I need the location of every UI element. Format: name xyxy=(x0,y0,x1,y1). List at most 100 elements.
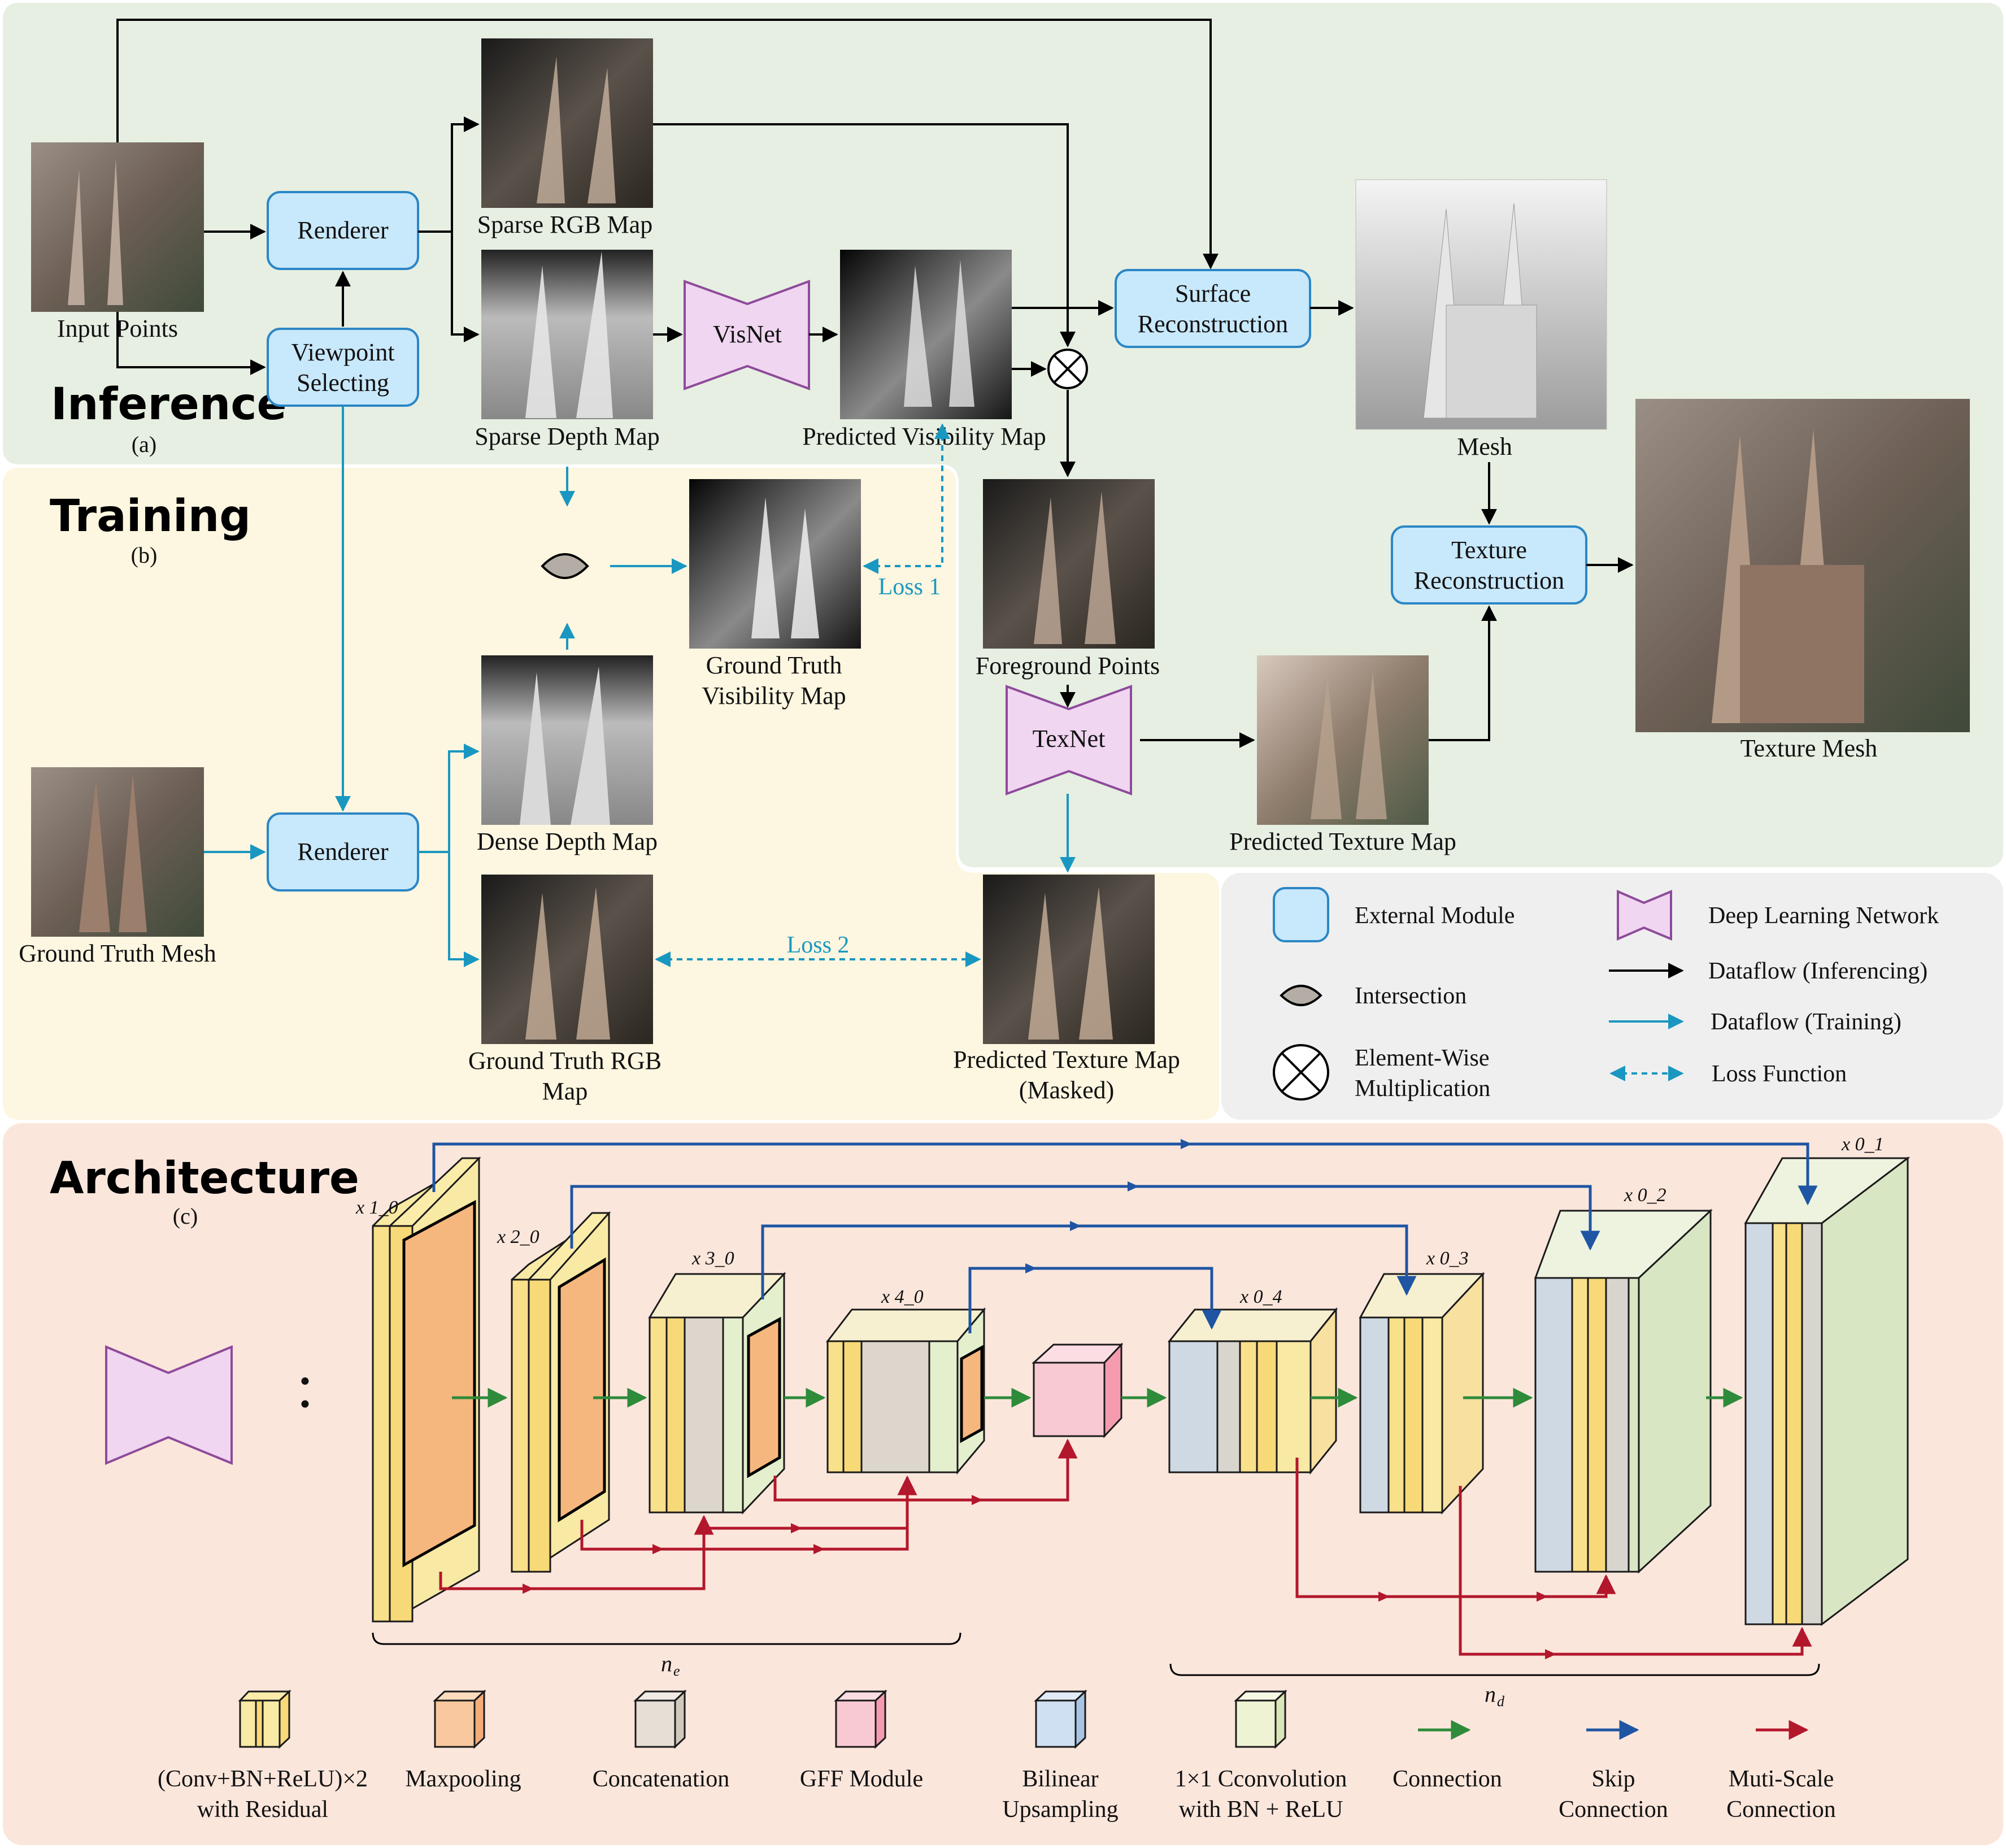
predicted-visibility-label: Predicted Visibility Map xyxy=(802,423,1046,450)
svg-text:Renderer: Renderer xyxy=(297,838,389,866)
block-x0-4 xyxy=(1167,1307,1338,1475)
legend-region xyxy=(1221,873,2003,1120)
label-x2-0: x 2_0 xyxy=(497,1227,539,1247)
gt-rgb-image xyxy=(481,875,653,1044)
svg-text:Upsampling: Upsampling xyxy=(1002,1797,1118,1823)
predicted-texture-image xyxy=(1257,655,1429,825)
foreground-points-image xyxy=(983,479,1155,649)
texnet-network: TexNet xyxy=(1006,685,1132,795)
arch-network-icon xyxy=(105,1345,233,1466)
svg-text:GFF Module: GFF Module xyxy=(800,1766,923,1792)
legend-intersection: Intersection xyxy=(1355,983,1467,1009)
svg-text:(Conv+BN+ReLU)×2: (Conv+BN+ReLU)×2 xyxy=(158,1766,368,1792)
encoder-brace xyxy=(372,1632,961,1645)
svg-text:Concatenation: Concatenation xyxy=(593,1766,730,1792)
architecture-tag: (c) xyxy=(173,1203,198,1229)
svg-text:Skip: Skip xyxy=(1591,1766,1635,1792)
label-x1-0: x 1_0 xyxy=(355,1197,398,1218)
block-labels: x 1_0 x 2_0 x 3_0 x 4_0 x 0_4 x 0_3 x 0_… xyxy=(355,1134,1884,1307)
svg-text:TexNet: TexNet xyxy=(1033,725,1106,753)
gt-visibility-image xyxy=(689,479,861,649)
predicted-texture-masked-label-1: Predicted Texture Map xyxy=(953,1046,1180,1073)
arch-colon: : xyxy=(297,1351,314,1420)
legend-concat-swatch xyxy=(634,1699,676,1748)
skip-midpoints xyxy=(1025,1139,1192,1273)
legend-gff-swatch xyxy=(835,1699,877,1748)
multiscale-midpoints xyxy=(523,1495,1556,1659)
legend-module-swatch xyxy=(1273,887,1329,942)
inference-title: Inference xyxy=(51,379,286,430)
loss1-label: Loss 1 xyxy=(878,574,941,600)
svg-text:Surface: Surface xyxy=(1175,280,1251,307)
arch-legend-labels: (Conv+BN+ReLU)×2 with Residual Maxpoolin… xyxy=(158,1766,1836,1823)
svg-text:Reconstruction: Reconstruction xyxy=(1414,567,1564,594)
legend-bilinear-swatch xyxy=(1035,1699,1077,1748)
multiscale-connections xyxy=(439,1438,1812,1656)
texture-mesh-label: Texture Mesh xyxy=(1740,734,1878,762)
legend-intersection-swatch xyxy=(1280,985,1322,1006)
loss2-label: Loss 2 xyxy=(787,932,850,958)
multiplication-node xyxy=(1047,349,1088,389)
legend-external-module: External Module xyxy=(1355,903,1515,929)
block-x0-2 xyxy=(1534,1208,1713,1574)
visnet-network: VisNet xyxy=(684,280,810,390)
inference-tag: (a) xyxy=(132,432,156,457)
surface-reconstruction-box: Surface Reconstruction xyxy=(1115,269,1311,348)
predicted-texture-masked-label-2: (Masked) xyxy=(1019,1076,1115,1104)
label-x4-0: x 4_0 xyxy=(881,1286,924,1307)
mesh-image xyxy=(1355,179,1607,430)
legend-conv1x1-swatch xyxy=(1235,1699,1277,1748)
block-x0-1 xyxy=(1744,1156,1911,1627)
foreground-points-label: Foreground Points xyxy=(976,652,1160,680)
block-x3-0 xyxy=(648,1272,786,1515)
svg-text:VisNet: VisNet xyxy=(713,320,782,348)
svg-text:Reconstruction: Reconstruction xyxy=(1138,310,1288,338)
architecture-title: Architecture xyxy=(50,1153,359,1204)
gt-rgb-label-1: Ground Truth RGB xyxy=(468,1047,662,1075)
svg-text:Texture: Texture xyxy=(1451,536,1527,564)
label-x0-1: x 0_1 xyxy=(1841,1134,1884,1155)
mesh-label: Mesh xyxy=(1457,433,1512,460)
texture-mesh-image xyxy=(1635,399,1970,732)
predicted-texture-masked-image xyxy=(983,875,1155,1044)
training-flows xyxy=(204,406,1076,967)
texture-reconstruction-box: Texture Reconstruction xyxy=(1391,525,1587,605)
legend-elementwise-2: Multiplication xyxy=(1355,1076,1490,1102)
block-x0-3 xyxy=(1359,1272,1485,1515)
intersection-node xyxy=(541,553,589,579)
gt-visibility-label-2: Visibility Map xyxy=(702,682,846,710)
legend-deep-learning: Deep Learning Network xyxy=(1708,903,1939,929)
label-x0-4: x 0_4 xyxy=(1239,1286,1282,1307)
legend-network-swatch xyxy=(1617,889,1672,941)
svg-text:Viewpoint: Viewpoint xyxy=(291,338,394,366)
label-x3-0: x 3_0 xyxy=(691,1248,734,1269)
predicted-texture-label: Predicted Texture Map xyxy=(1229,828,1456,855)
legend-loss-function: Loss Function xyxy=(1712,1061,1847,1087)
decoder-count-sub: d xyxy=(1497,1693,1505,1710)
sparse-rgb-label: Sparse RGB Map xyxy=(477,211,652,238)
gt-rgb-label-2: Map xyxy=(542,1077,588,1105)
svg-text:1×1 Cconvolution: 1×1 Cconvolution xyxy=(1175,1766,1347,1792)
decoder-brace xyxy=(1169,1663,1820,1676)
viewpoint-selecting-box: Viewpoint Selecting xyxy=(267,328,419,407)
svg-text:Connection: Connection xyxy=(1393,1766,1502,1792)
architecture-region xyxy=(3,1123,2003,1845)
encoder-count: n xyxy=(661,1651,672,1676)
gt-mesh-image xyxy=(31,767,204,937)
svg-text:Maxpooling: Maxpooling xyxy=(405,1766,521,1792)
svg-text:Connection: Connection xyxy=(1726,1797,1836,1823)
svg-text:Bilinear: Bilinear xyxy=(1022,1766,1098,1792)
svg-text:with Residual: with Residual xyxy=(197,1797,328,1823)
inference-flows xyxy=(116,19,1634,748)
arch-legend xyxy=(238,1689,1287,1749)
renderer-bottom-box: Renderer xyxy=(267,812,419,892)
block-x2-0 xyxy=(511,1211,611,1573)
training-tag: (b) xyxy=(131,542,158,568)
block-x4-0 xyxy=(825,1307,986,1475)
svg-text:Muti-Scale: Muti-Scale xyxy=(1729,1766,1834,1792)
label-x0-3: x 0_3 xyxy=(1426,1248,1469,1269)
svg-text:Selecting: Selecting xyxy=(297,369,389,397)
input-points-image xyxy=(31,142,204,312)
